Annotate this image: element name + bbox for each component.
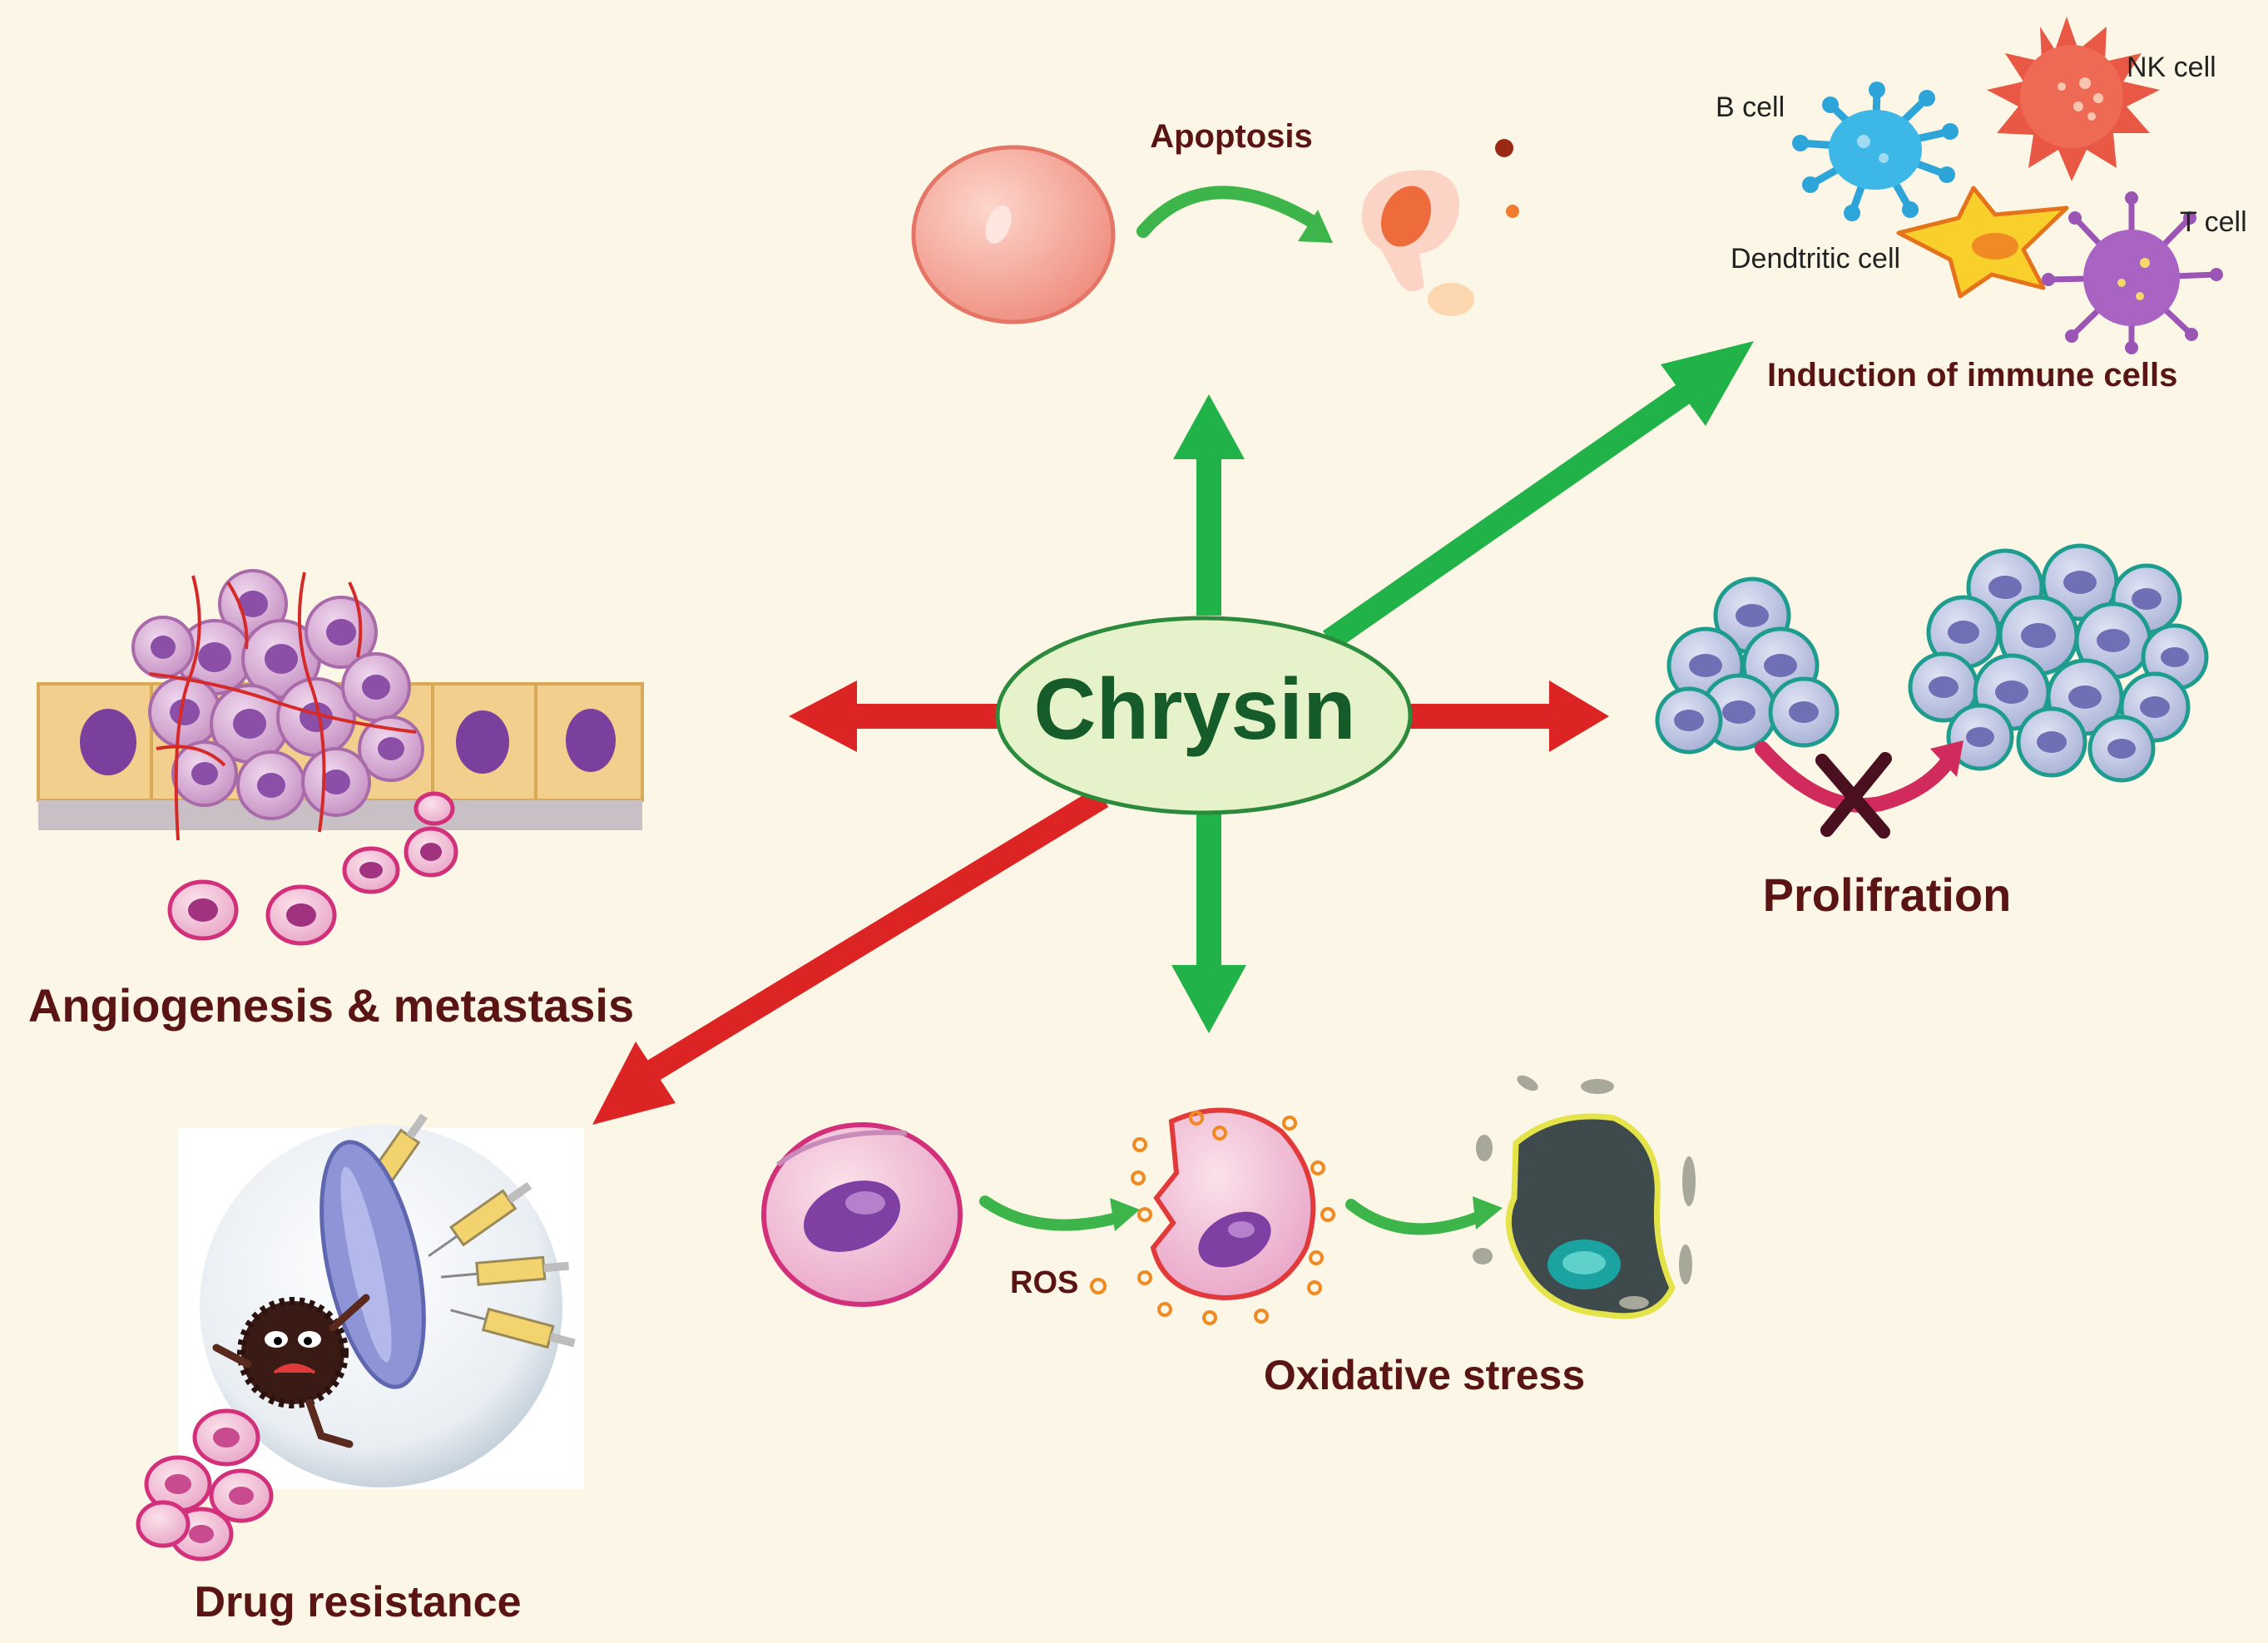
ros-label: ROS [1010, 1265, 1078, 1300]
nk-cell-label: NK cell [2127, 52, 2216, 83]
b-cell-label: B cell [1716, 92, 1785, 123]
chrysin-center: Chrysin [995, 616, 1413, 815]
b-cell-icon [1792, 82, 1959, 221]
normal-cell [761, 1122, 963, 1307]
arrow-to-apoptosis [1173, 394, 1245, 616]
large-cell-cluster [1908, 543, 2209, 783]
small-cell-cluster [1655, 577, 1840, 755]
arrow-to-proliferation [1409, 680, 1609, 752]
shield-icon [319, 1140, 426, 1389]
oxidative-stress-label: Oxidative stress [1264, 1352, 1585, 1398]
drug-resistance-group: Drug resistance [136, 1113, 584, 1626]
apoptotic-cell-fragments [1361, 139, 1519, 316]
drug-resistance-label: Drug resistance [194, 1578, 521, 1626]
proliferation-group: Prolifration [1655, 543, 2209, 921]
dendritic-cell-label: Dendtritic cell [1731, 243, 1900, 275]
ros-arrow-1 [979, 1195, 1140, 1231]
arrow-to-drug-resistance [592, 787, 1109, 1125]
arrow-to-immune-cells [1322, 341, 1754, 651]
oxidative-stress-group: ROS [761, 1075, 1696, 1398]
angiogenesis-group: Angiogenesis & metastasis [28, 569, 644, 1032]
ros-arrow-2 [1345, 1196, 1503, 1235]
immune-cells-label: Induction of immune cells [1767, 357, 2177, 393]
damaged-cell [1473, 1075, 1696, 1319]
apoptosis-group: Apoptosis [911, 118, 1519, 324]
immune-cells-group: NK cell [1716, 17, 2247, 393]
arrows [592, 341, 1754, 1125]
resistant-cell-cluster [136, 1408, 274, 1561]
metastatic-cells [167, 791, 458, 946]
t-cell-icon [2042, 191, 2223, 354]
apoptosis-curve-arrow [1136, 186, 1333, 243]
dendritic-cell-icon [1896, 186, 2069, 299]
angiogenesis-label: Angiogenesis & metastasis [28, 979, 634, 1032]
blood-vessels [149, 572, 417, 841]
chrysin-label: Chrysin [1033, 661, 1355, 758]
healthy-cell [911, 145, 1116, 324]
t-cell-label: T cell [2180, 206, 2247, 238]
arrow-to-angiogenesis [789, 680, 1000, 752]
nk-cell-icon [1987, 17, 2160, 181]
apoptosis-label: Apoptosis [1150, 118, 1313, 155]
tumor-mass [131, 569, 424, 841]
arrow-to-oxidative-stress [1171, 811, 1246, 1033]
block-x-icon [1815, 752, 1892, 839]
blocked-division-arrow [1755, 740, 1963, 839]
stressed-cell [1131, 1107, 1335, 1325]
proliferation-label: Prolifration [1763, 869, 2012, 921]
cancer-cell-character-icon [212, 1294, 370, 1448]
